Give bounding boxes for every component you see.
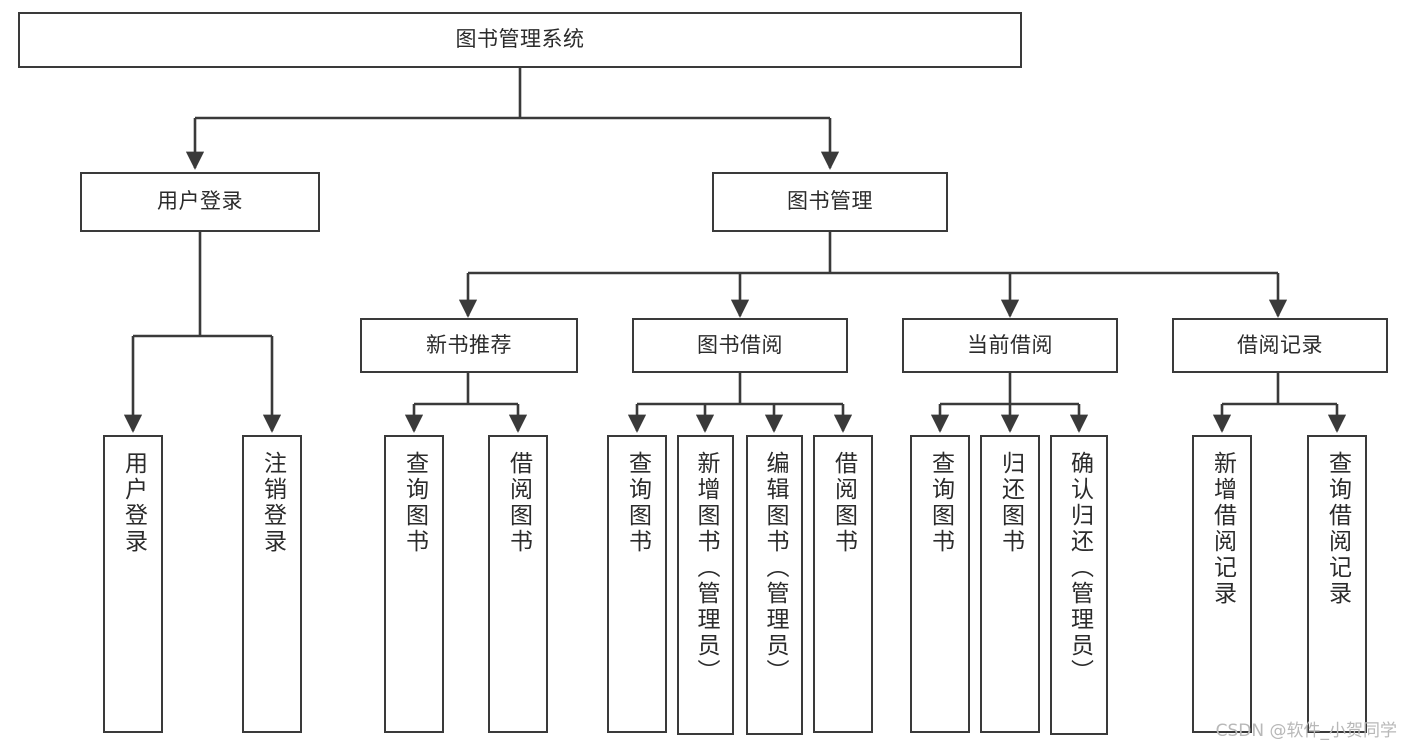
- leaf-return-book[interactable]: 归还图书: [980, 435, 1040, 733]
- node-root[interactable]: 图书管理系统: [18, 12, 1022, 68]
- leaf-borrow-book-1[interactable]: 借阅图书: [488, 435, 548, 733]
- leaf-query-record-label: 查询借阅记录: [1324, 451, 1351, 607]
- node-borrow-record[interactable]: 借阅记录: [1172, 318, 1388, 373]
- node-new-book-rec[interactable]: 新书推荐: [360, 318, 578, 373]
- leaf-user-login[interactable]: 用户登录: [103, 435, 163, 733]
- leaf-edit-book-label: 编辑图书（管理员）: [762, 451, 788, 685]
- leaf-logout[interactable]: 注销登录: [242, 435, 302, 733]
- leaf-query-book-2-label: 查询图书: [624, 451, 651, 555]
- leaf-add-book[interactable]: 新增图书（管理员）: [677, 435, 734, 735]
- leaf-query-book-1[interactable]: 查询图书: [384, 435, 444, 733]
- node-book-manage-label: 图书管理: [787, 189, 873, 214]
- leaf-logout-label: 注销登录: [259, 451, 286, 555]
- leaf-borrow-book-1-label: 借阅图书: [505, 451, 532, 555]
- node-borrow-record-label: 借阅记录: [1237, 332, 1323, 357]
- leaf-user-login-label: 用户登录: [120, 451, 147, 555]
- leaf-query-book-1-label: 查询图书: [401, 451, 428, 555]
- leaf-query-book-3-label: 查询图书: [927, 451, 954, 555]
- node-user-login-label: 用户登录: [157, 189, 243, 214]
- leaf-return-book-label: 归还图书: [997, 451, 1024, 555]
- leaf-borrow-book-2-label: 借阅图书: [830, 451, 857, 555]
- leaf-borrow-book-2[interactable]: 借阅图书: [813, 435, 873, 733]
- node-current-borrow-label: 当前借阅: [967, 332, 1053, 357]
- leaf-query-book-2[interactable]: 查询图书: [607, 435, 667, 733]
- leaf-add-record-label: 新增借阅记录: [1209, 451, 1236, 607]
- watermark-text: CSDN @软件_小贺同学: [1215, 721, 1397, 741]
- node-root-label: 图书管理系统: [455, 27, 585, 52]
- node-book-manage[interactable]: 图书管理: [712, 172, 948, 232]
- node-book-borrow-label: 图书借阅: [697, 332, 783, 357]
- leaf-add-record[interactable]: 新增借阅记录: [1192, 435, 1252, 733]
- leaf-query-book-3[interactable]: 查询图书: [910, 435, 970, 733]
- leaf-edit-book[interactable]: 编辑图书（管理员）: [746, 435, 803, 735]
- leaf-confirm-return-label: 确认归还（管理员）: [1066, 451, 1093, 685]
- leaf-confirm-return[interactable]: 确认归还（管理员）: [1050, 435, 1108, 735]
- node-new-book-rec-label: 新书推荐: [426, 332, 512, 357]
- node-user-login[interactable]: 用户登录: [80, 172, 320, 232]
- node-book-borrow[interactable]: 图书借阅: [632, 318, 848, 373]
- node-current-borrow[interactable]: 当前借阅: [902, 318, 1118, 373]
- leaf-query-record[interactable]: 查询借阅记录: [1307, 435, 1367, 733]
- leaf-add-book-label: 新增图书（管理员）: [693, 451, 719, 685]
